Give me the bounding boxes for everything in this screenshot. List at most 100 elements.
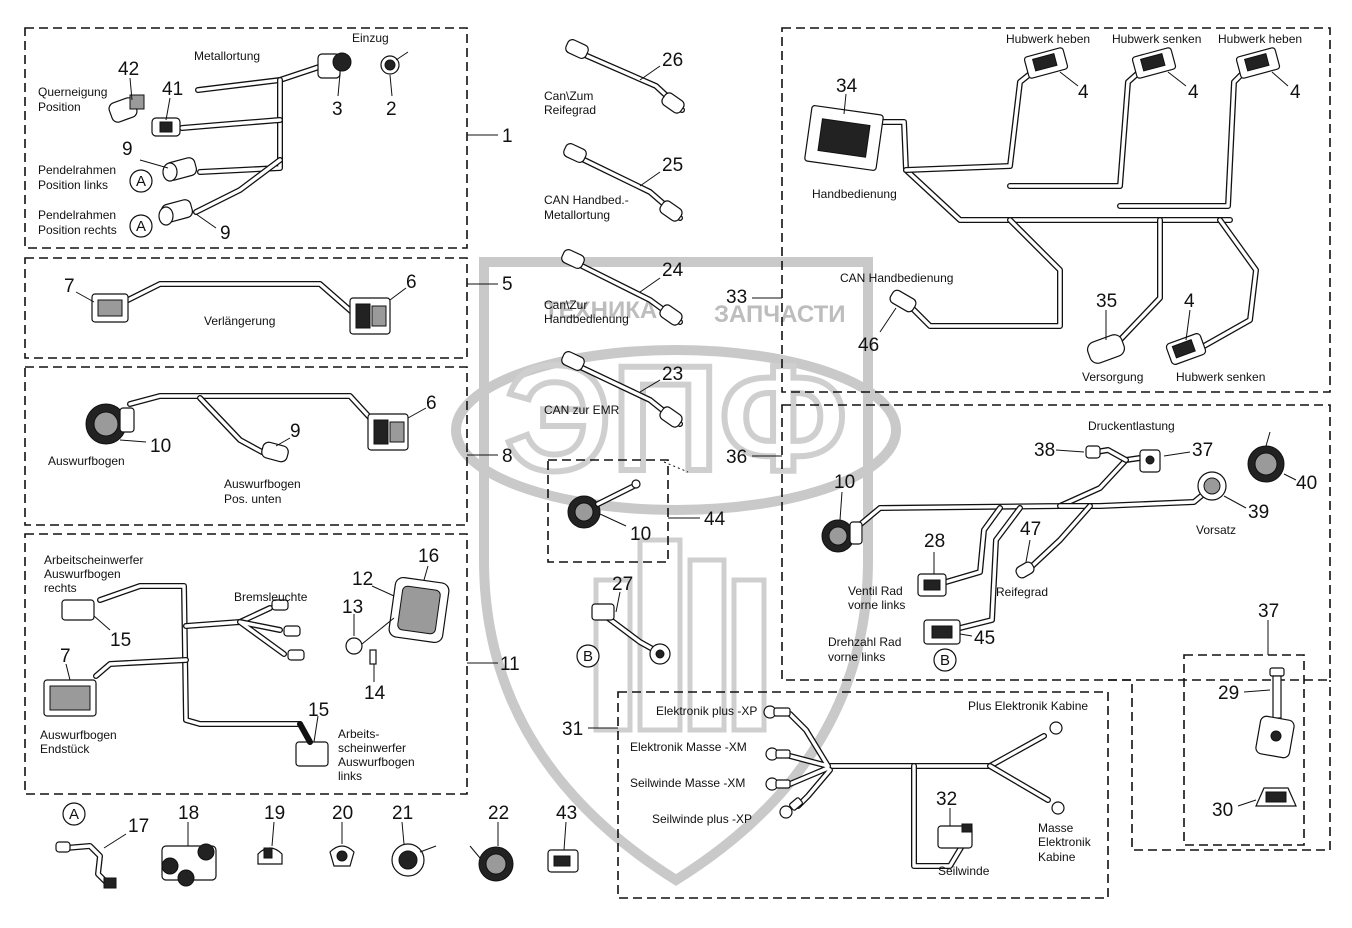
connector-32: [937, 823, 973, 849]
callout-19: 19: [264, 803, 285, 824]
connector-15-bottom: [295, 721, 329, 767]
label-einzug: Einzug: [352, 31, 389, 45]
callout-25: 25: [662, 155, 683, 176]
label-vorsatz: Vorsatz: [1196, 523, 1236, 537]
connector-15-top: [61, 599, 95, 621]
callout-4d: 4: [1184, 291, 1195, 312]
connector-6-lower: [367, 413, 409, 451]
cap-2: [380, 51, 409, 75]
connector-46: [889, 289, 917, 313]
callout-9a: 9: [122, 139, 133, 160]
ref-circle-a3: [62, 802, 86, 826]
callout-16: 16: [418, 546, 439, 567]
part-43-connector: 43: [547, 803, 579, 873]
label-arbeits-links-2: scheinwerfer: [338, 741, 406, 755]
callout-26: 26: [662, 50, 683, 71]
part-19-clip: 19: [257, 803, 285, 865]
label-auswurfbogen: Auswurfbogen: [48, 454, 125, 468]
connector-42: [108, 94, 145, 123]
label-can-zur-hand-2: Handbedienung: [544, 312, 629, 326]
connector-28: [917, 573, 947, 597]
callout-35: 35: [1096, 291, 1117, 312]
callout-9b: 9: [220, 223, 231, 244]
ref-a3: A: [69, 806, 79, 823]
can-cable-24: [561, 249, 683, 326]
part-20-clamp: 20: [329, 803, 355, 867]
group-box-44: [547, 459, 669, 563]
label-hubwerk-senken-b: Hubwerk senken: [1176, 370, 1265, 384]
callout-4c: 4: [1290, 82, 1301, 103]
sensor-27: 27 B: [576, 574, 671, 668]
label-arbeits-rechts-3: rechts: [44, 581, 77, 595]
callout-39: 39: [1248, 502, 1269, 523]
label-drehzahl-2: vorne links: [828, 650, 885, 664]
label-pos-unten: Pos. unten: [224, 492, 281, 506]
ref-a2: A: [136, 218, 146, 235]
label-druckentlastung: Druckentlastung: [1088, 419, 1175, 433]
part-22-cap: 22: [469, 803, 514, 882]
label-versorgung: Versorgung: [1082, 370, 1143, 384]
label-can-handbed-2: Metallortung: [544, 208, 610, 222]
group-box-8: [24, 366, 468, 526]
connector-7-lower: [43, 679, 97, 717]
label-can-emr: CAN zur EMR: [544, 403, 620, 417]
connector-41: [151, 117, 181, 137]
connector-3: [317, 52, 352, 79]
callout-11: 11: [500, 654, 520, 675]
callout-5: 5: [502, 274, 513, 295]
label-hubwerk-heben-b: Hubwerk heben: [1218, 32, 1302, 46]
callout-8: 8: [502, 446, 513, 467]
callout-10c: 10: [834, 472, 855, 493]
part-18-distributor: 18: [161, 803, 217, 887]
label-seilwinde-masse: Seilwinde Masse -XM: [630, 776, 745, 790]
callout-3: 3: [332, 99, 343, 120]
callout-1: 1: [502, 126, 513, 147]
ref-circle-b1: [576, 644, 600, 668]
callout-17: 17: [128, 816, 149, 837]
callout-13: 13: [342, 597, 363, 618]
connector-38: [1085, 445, 1101, 459]
callout-4b: 4: [1188, 82, 1199, 103]
bulb-13: [345, 617, 395, 655]
label-arbeits-rechts-2: Auswurfbogen: [44, 567, 121, 581]
callout-23: 23: [662, 364, 683, 385]
callout-38: 38: [1034, 440, 1055, 461]
callout-33: 33: [726, 287, 747, 308]
screw-14: [369, 649, 377, 665]
label-seilwinde-plus: Seilwinde plus -XP: [652, 812, 752, 826]
callout-47: 47: [1020, 519, 1041, 540]
connector-9-right: [158, 199, 194, 226]
callout-46: 46: [858, 335, 879, 356]
can-cable-25: [563, 143, 683, 222]
label-arbeits-rechts-1: Arbeitscheinwerfer: [44, 553, 143, 567]
harness-group-11: Arbeitscheinwerfer Auswurfbogen rechts B…: [40, 546, 520, 783]
callout-42: 42: [118, 59, 139, 80]
callout-15a: 15: [110, 630, 131, 651]
harness-group-31: Elektronik plus -XP Elektronik Masse -XM…: [562, 699, 1092, 878]
label-endstueck-2: Endstück: [40, 742, 90, 756]
watermark-text-2: ЗАПЧАСТИ: [714, 301, 846, 328]
callout-24: 24: [662, 260, 684, 281]
connector-10-left: [85, 403, 135, 445]
callout-32: 32: [936, 789, 957, 810]
callout-27: 27: [612, 574, 633, 595]
label-seilwinde: Seilwinde: [938, 864, 990, 878]
label-ventil-1: Ventil Rad: [848, 584, 903, 598]
callout-21: 21: [392, 803, 413, 824]
bremsleuchte-terminals: [271, 599, 305, 661]
harness-group-44: 10 44: [567, 461, 726, 545]
connector-4-b: [1131, 47, 1177, 79]
can-cable-23: [561, 351, 683, 428]
label-can-handbedienung: CAN Handbedienung: [840, 271, 953, 285]
callout-12: 12: [352, 569, 373, 590]
callout-37a: 37: [1192, 440, 1213, 461]
connector-9-lower: [261, 441, 289, 463]
lamp-housing-16: [388, 576, 450, 644]
callout-45: 45: [974, 628, 995, 649]
connector-4-a: [1023, 47, 1069, 79]
label-arbeits-links-3: Auswurfbogen: [338, 755, 415, 769]
callout-31: 31: [562, 719, 583, 740]
callout-43: 43: [556, 803, 577, 824]
callout-18: 18: [178, 803, 199, 824]
